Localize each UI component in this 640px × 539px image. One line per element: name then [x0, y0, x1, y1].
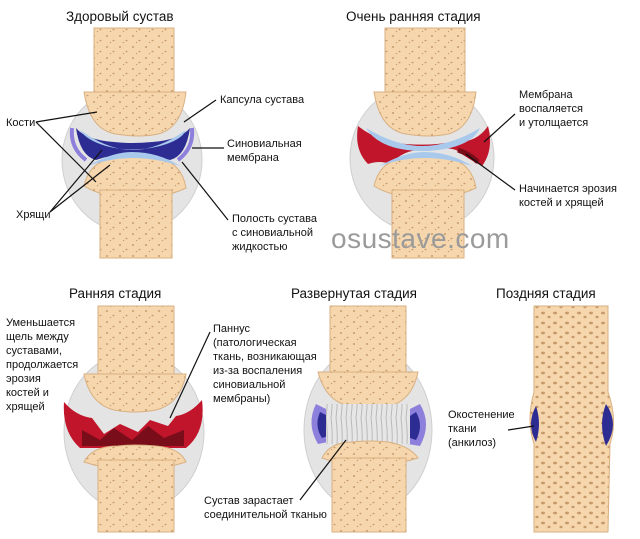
- label-cavity: Полость сустава с синовиальной жидкостью: [232, 213, 320, 253]
- membrane-remnant-right: [602, 404, 613, 446]
- upper-bone-shaft: [384, 27, 466, 99]
- label-fibrous: Сустав зарастает соединительной тканью: [204, 495, 327, 521]
- fibrous-tissue: [326, 404, 410, 444]
- panel-advanced: Развернутая стадия Сустав зарастает соед…: [204, 286, 433, 533]
- pointer-erosion: [465, 153, 516, 191]
- healthy-joint-illustration: [61, 27, 203, 259]
- lower-bone-shaft: [97, 459, 175, 533]
- membrane-core-left: [317, 412, 328, 438]
- lower-bone-shaft: [331, 457, 407, 533]
- late-joint-illustration: [529, 305, 614, 533]
- pointer-bones-2: [35, 121, 97, 183]
- upper-bone-shaft: [97, 305, 175, 383]
- membrane-edge-right: [176, 127, 195, 162]
- lower-bone-shaft: [99, 189, 173, 259]
- upper-bone-head: [83, 373, 187, 413]
- label-narrowing: Уменьшается щель между суставами, продол…: [6, 317, 81, 413]
- watermark: osustave.com: [331, 223, 510, 254]
- pannus: [63, 400, 203, 448]
- pointer-cartilage-2: [49, 164, 111, 213]
- upper-bone-head: [373, 91, 477, 137]
- pointer-membrane-inflamed: [483, 113, 516, 143]
- cartilage-top: [80, 130, 186, 150]
- advanced-joint-illustration: [303, 305, 433, 533]
- panel-early: Ранняя стадия Уменьшается щель между сус…: [6, 286, 320, 533]
- panel-very-early-title: Очень ранняя стадия: [346, 9, 481, 24]
- membrane-core-right: [410, 412, 420, 440]
- upper-bone-shaft: [329, 305, 407, 379]
- panel-early-title: Ранняя стадия: [69, 286, 161, 301]
- synovial-membrane: [76, 128, 190, 160]
- membrane-remnant-left: [531, 406, 539, 442]
- membrane-edge-left: [69, 127, 88, 162]
- pointer-fibrous: [299, 439, 347, 501]
- pointer-bones-1: [35, 111, 98, 123]
- label-membrane-inflamed: Мембрана воспаляется и утолщается: [519, 89, 588, 129]
- pointer-cartilage-1: [49, 149, 103, 213]
- cartilage-bottom: [88, 152, 180, 166]
- pointer-cavity: [181, 161, 229, 221]
- label-cartilage: Хрящи: [16, 209, 50, 221]
- label-bones: Кости: [6, 117, 35, 129]
- lower-bone-shaft: [391, 189, 465, 259]
- panel-healthy: Здоровый сустав Кости Хрящи Капсула суст…: [6, 9, 320, 259]
- pointer-ankylosis: [507, 425, 535, 431]
- label-capsule: Капсула сустава: [220, 94, 305, 106]
- label-ankylosis: Окостенение ткани (анкилоз): [448, 409, 518, 449]
- label-pannus: Паннус (патологическая ткань, возникающа…: [213, 323, 320, 405]
- panel-late-title: Поздняя стадия: [496, 286, 596, 301]
- panel-advanced-title: Развернутая стадия: [291, 286, 417, 301]
- eroded-joint-surface: [82, 426, 184, 446]
- very-early-joint-illustration: [349, 27, 495, 259]
- erosion-mark: [457, 147, 480, 164]
- cartilage-bottom: [380, 152, 472, 166]
- pointer-capsule: [183, 99, 217, 123]
- panel-late: Поздняя стадия Окостенение ткани (анкило…: [448, 286, 614, 533]
- panel-healthy-title: Здоровый сустав: [66, 9, 174, 24]
- label-erosion: Начинается эрозия костей и хрящей: [519, 183, 620, 209]
- upper-bone-shaft: [93, 27, 175, 99]
- pointer-pannus: [169, 331, 211, 419]
- early-joint-illustration: [63, 305, 205, 533]
- fused-bone: [529, 305, 614, 533]
- cartilage-top: [366, 128, 480, 151]
- upper-bone-head: [83, 91, 187, 137]
- label-membrane: Синовиальная мембрана: [227, 138, 305, 164]
- panel-very-early: Очень ранняя стадия Мембрана воспаляется…: [346, 9, 620, 259]
